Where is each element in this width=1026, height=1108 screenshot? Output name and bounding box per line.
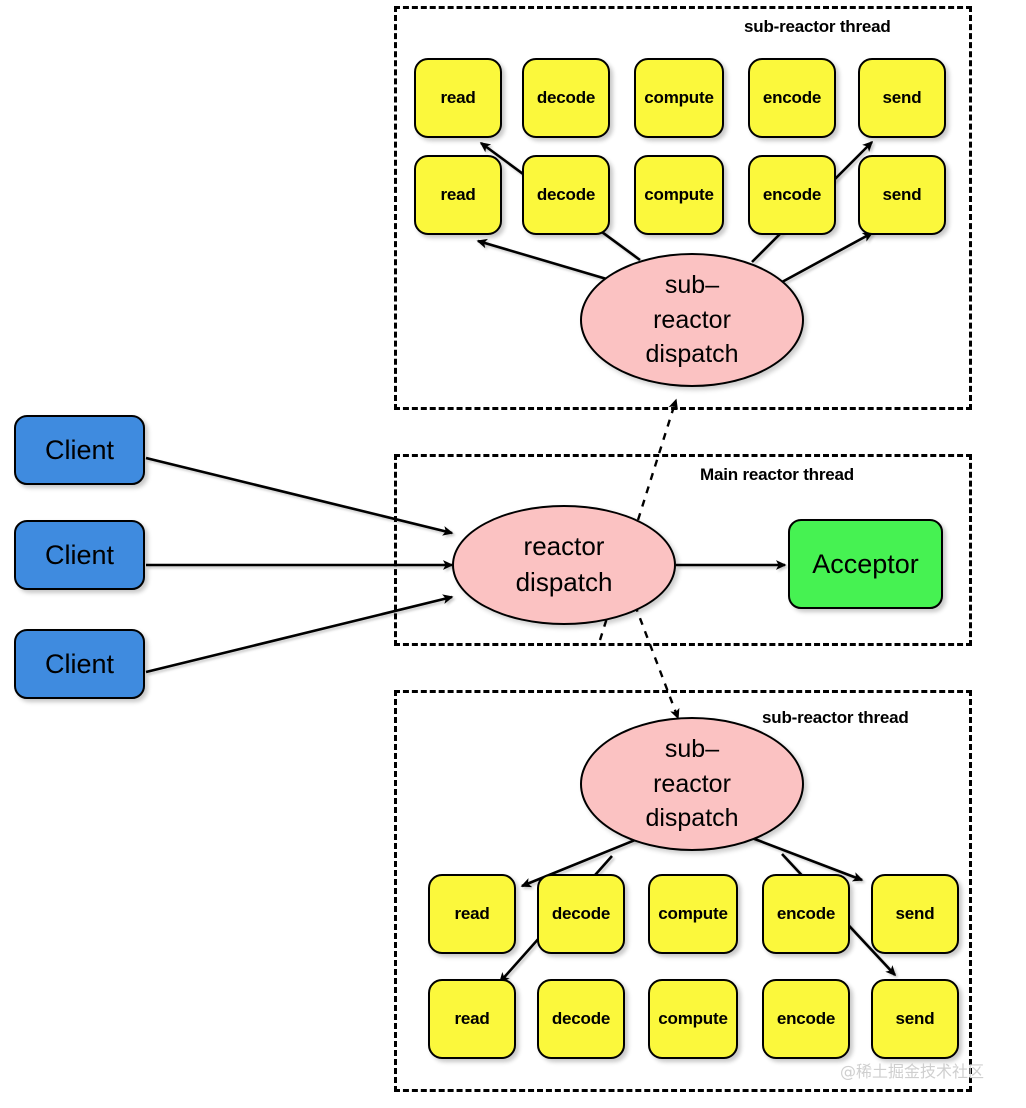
sub-reactor-dispatch-bottom[interactable]: sub– reactor dispatch	[580, 717, 804, 851]
stage-label: decode	[551, 1009, 611, 1028]
stage-read-top-r1[interactable]: read	[414, 58, 502, 138]
dispatch-line-1: reactor	[523, 531, 605, 562]
stage-compute-bottom-r1[interactable]: compute	[648, 874, 738, 954]
stage-label: compute	[644, 88, 714, 107]
stage-label: send	[895, 904, 935, 923]
client-box-3[interactable]: Client	[14, 629, 145, 699]
thread-label-main-reactor: Main reactor thread	[700, 465, 854, 484]
stage-label: decode	[536, 185, 596, 204]
stage-encode-bottom-r2[interactable]: encode	[762, 979, 850, 1059]
stage-read-bottom-r1[interactable]: read	[428, 874, 516, 954]
stage-label: send	[895, 1009, 935, 1028]
thread-label-sub-reactor-bottom: sub-reactor thread	[762, 708, 909, 727]
thread-container-sub-reactor-top	[394, 6, 972, 410]
dispatch-line-1: sub–	[664, 271, 720, 300]
client-label: Client	[44, 434, 115, 465]
stage-compute-top-r2[interactable]: compute	[634, 155, 724, 235]
sub-reactor-dispatch-top[interactable]: sub– reactor dispatch	[580, 253, 804, 387]
stage-label: compute	[644, 185, 714, 204]
dispatch-line-2: reactor	[653, 769, 731, 798]
stage-send-top-r1[interactable]: send	[858, 58, 946, 138]
dispatch-line-1: sub–	[664, 735, 720, 764]
stage-label: send	[882, 185, 922, 204]
stage-label: read	[454, 904, 490, 923]
client-box-1[interactable]: Client	[14, 415, 145, 485]
dispatch-line-2: dispatch	[515, 567, 613, 597]
stage-decode-top-r1[interactable]: decode	[522, 58, 610, 138]
stage-label: encode	[776, 1009, 836, 1028]
acceptor-box[interactable]: Acceptor	[788, 519, 943, 609]
stage-decode-top-r2[interactable]: decode	[522, 155, 610, 235]
thread-container-sub-reactor-bottom	[394, 690, 972, 1092]
stage-label: compute	[658, 904, 728, 923]
stage-read-top-r2[interactable]: read	[414, 155, 502, 235]
stage-send-bottom-r1[interactable]: send	[871, 874, 959, 954]
stage-label: read	[454, 1009, 490, 1028]
thread-container-main-reactor	[394, 454, 972, 646]
stage-label: read	[440, 185, 476, 204]
stage-compute-top-r1[interactable]: compute	[634, 58, 724, 138]
stage-encode-top-r2[interactable]: encode	[748, 155, 836, 235]
stage-decode-bottom-r2[interactable]: decode	[537, 979, 625, 1059]
reactor-dispatch-main[interactable]: reactor dispatch	[452, 505, 676, 625]
stage-label: decode	[536, 88, 596, 107]
stage-label: send	[882, 88, 922, 107]
stage-label: encode	[776, 904, 836, 923]
stage-send-top-r2[interactable]: send	[858, 155, 946, 235]
stage-label: decode	[551, 904, 611, 923]
stage-send-bottom-r2[interactable]: send	[871, 979, 959, 1059]
dispatch-line-2: reactor	[653, 305, 731, 334]
stage-decode-bottom-r1[interactable]: decode	[537, 874, 625, 954]
stage-compute-bottom-r2[interactable]: compute	[648, 979, 738, 1059]
watermark: @稀土掘金技术社区	[840, 1062, 985, 1081]
stage-encode-bottom-r1[interactable]: encode	[762, 874, 850, 954]
stage-label: compute	[658, 1009, 728, 1028]
client-box-2[interactable]: Client	[14, 520, 145, 590]
client-label: Client	[44, 648, 115, 679]
stage-label: encode	[762, 88, 822, 107]
client-label: Client	[44, 539, 115, 570]
stage-encode-top-r1[interactable]: encode	[748, 58, 836, 138]
dispatch-line-3: dispatch	[645, 340, 739, 369]
thread-label-sub-reactor-top: sub-reactor thread	[744, 17, 891, 36]
stage-label: encode	[762, 185, 822, 204]
stage-read-bottom-r2[interactable]: read	[428, 979, 516, 1059]
stage-label: read	[440, 88, 476, 107]
dispatch-line-3: dispatch	[645, 804, 739, 833]
acceptor-label: Acceptor	[812, 548, 919, 579]
